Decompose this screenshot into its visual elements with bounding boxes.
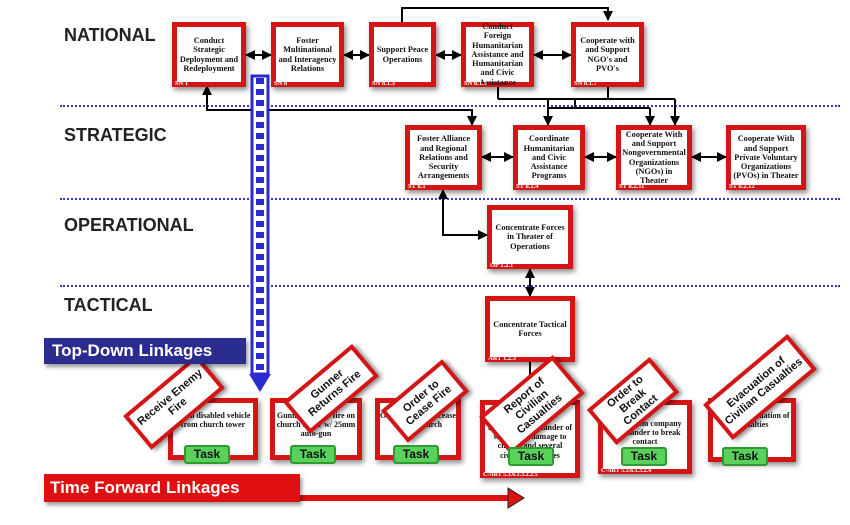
task-node-title: Cooperate with and Support NGO's and PVO… [576,27,639,82]
task-badge: Task [621,447,667,466]
task-node-st8211: Cooperate With and Support Nongovernment… [616,125,692,190]
connector [401,7,613,22]
task-badge: Task [184,445,230,464]
level-label-operational: OPERATIONAL [64,215,194,235]
task-node-st81: Foster Alliance and Regional Relations a… [405,125,482,190]
task-node-code: ART 1.2.3 [488,355,517,362]
top-down-linkages-label: Top-Down Linkages [44,338,246,364]
task-node-sn817: Cooperate with and Support NGO's and PVO… [571,22,644,87]
task-node-title: Support Peace Operations [374,27,431,82]
task-node-title: Concentrate Forces in Theater of Operati… [492,210,568,264]
task-node-title: Cooperate With and Support Private Volun… [731,130,801,185]
task-node-title: Conduct Strategic Deployment and Redeplo… [177,27,241,82]
task-node-art123: Concentrate Tactical Forces ART 1.2.3 [485,296,575,362]
task-box-code: C-ART 5.3.6.1.3.2.4 [601,468,652,474]
connector [202,85,477,126]
level-label-national: NATIONAL [64,25,156,45]
task-node-code: SN 8.1.7 [574,80,597,87]
task-badge: Task [290,445,336,464]
task-badge: Task [722,447,768,466]
time-forward-linkages-label: Time Forward Linkages [44,474,300,502]
task-badge: Task [393,445,439,464]
task-node-code: ST 8.2.4 [516,183,539,190]
task-node-op121: Concentrate Forces in Theater of Operati… [487,205,573,269]
task-node-title: Conduct Foreign Humanitarian Assistance … [466,22,529,87]
task-node-title: Cooperate With and Support Nongovernment… [621,129,687,186]
task-node-title: Foster Alliance and Regional Relations a… [410,130,477,185]
task-box-code: C-ART 5.3.6.1.3.2.2.5 [483,472,538,478]
time-forward-arrowhead [507,487,525,509]
task-node-code: ST 8.2.12 [729,183,755,190]
task-node-code: ST 8.1 [408,183,426,190]
task-node-sn8: Foster Multinational and Interagency Rel… [271,22,344,87]
connector [438,189,488,240]
task-node-title: Concentrate Tactical Forces [490,301,570,357]
task-node-code: ST 8.2.11 [619,183,645,190]
task-node-code: SN 1 [175,80,189,87]
level-divider [60,285,840,287]
top-down-arrowhead [249,374,271,392]
task-node-st824: Coordinate Humanitarian and Civic Assist… [513,125,585,190]
task-node-code: SN 8 [274,80,288,87]
task-node-sn815: Conduct Foreign Humanitarian Assistance … [461,22,534,87]
task-node-code: OP 1.2.1 [490,262,514,269]
level-label-tactical: TACTICAL [64,295,153,315]
task-node-title: Coordinate Humanitarian and Civic Assist… [518,130,580,185]
task-node-code: SN 8.1.3 [372,80,395,87]
task-badge: Task [508,447,554,466]
task-node-title: Foster Multinational and Interagency Rel… [276,27,339,82]
level-label-strategic: STRATEGIC [64,125,167,145]
task-node-code: SN 8.1.5 [464,80,487,87]
task-node-st8212: Cooperate With and Support Private Volun… [726,125,806,190]
task-node-sn1: Conduct Strategic Deployment and Redeplo… [172,22,246,87]
task-node-sn813: Support Peace Operations SN 8.1.3 [369,22,436,87]
